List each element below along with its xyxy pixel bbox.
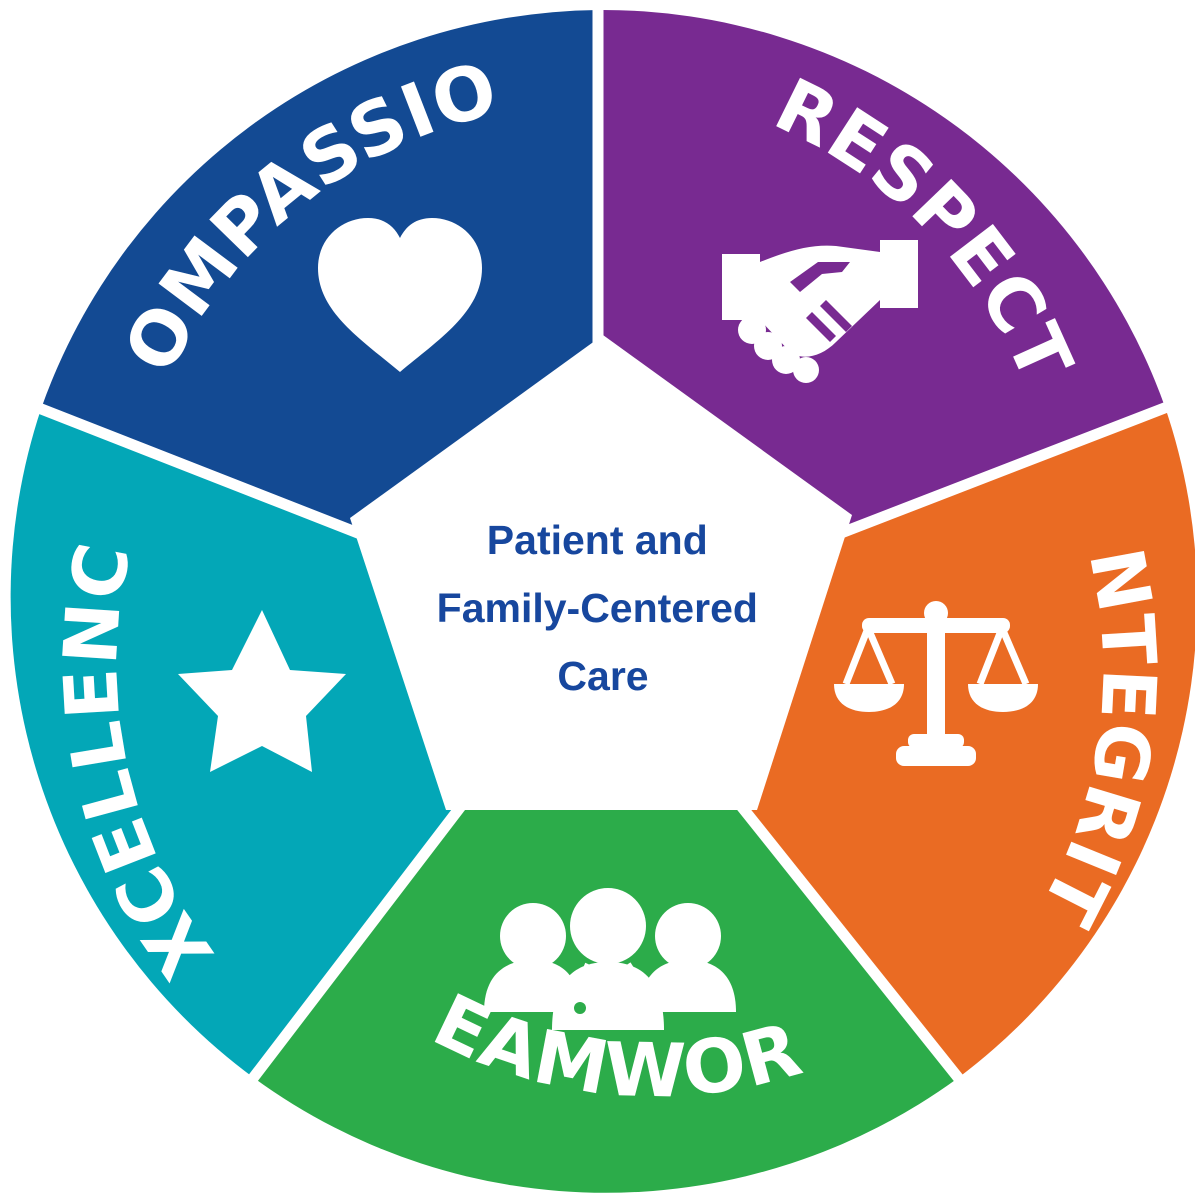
- center-pentagon: [350, 335, 852, 810]
- center-title: Patient and Family-Centered Care: [437, 517, 770, 699]
- handshake-icon: [722, 240, 918, 383]
- center-title-line-1: Patient and: [487, 517, 708, 563]
- heart-icon: [318, 218, 482, 372]
- care-team-icon: [484, 888, 736, 1030]
- center-title-line-3: Care: [557, 653, 648, 699]
- star-icon: [178, 610, 346, 772]
- scales-of-justice-icon: [834, 601, 1038, 766]
- center-title-line-2: Family-Centered: [437, 585, 758, 631]
